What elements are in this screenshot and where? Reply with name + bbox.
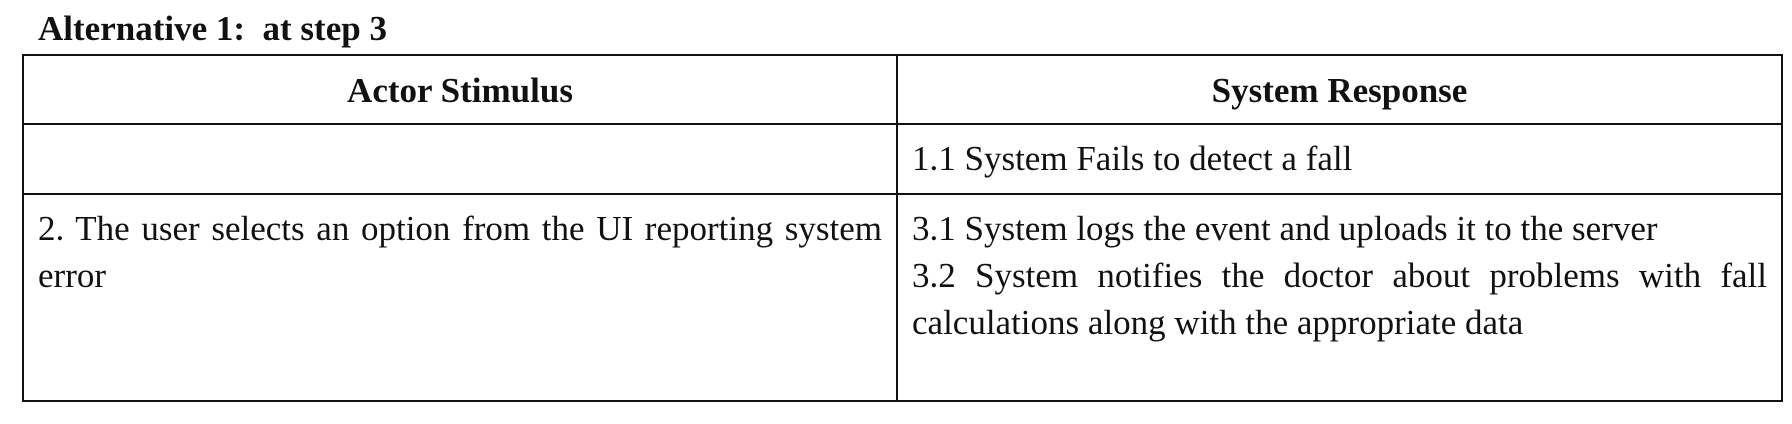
use-case-table: Actor Stimulus System Response 1.1 Syste… [22, 54, 1783, 402]
system-cell: 3.1 System logs the event and uploads it… [896, 193, 1783, 402]
system-step: 3.2 System notifies the doctor about pro… [912, 256, 1767, 342]
header-system-response: System Response [896, 54, 1783, 125]
system-cell: 1.1 System Fails to detect a fall [896, 123, 1783, 195]
header-actor-stimulus: Actor Stimulus [22, 54, 898, 125]
table-header-row: Actor Stimulus System Response [22, 54, 1783, 125]
table-row: 1.1 System Fails to detect a fall [22, 123, 1783, 195]
system-step: 3.1 System logs the event and uploads it… [912, 209, 1658, 248]
system-step: 1.1 System Fails to detect a fall [912, 139, 1353, 178]
table-row: 2. The user selects an option from the U… [22, 193, 1783, 402]
actor-cell: 2. The user selects an option from the U… [22, 193, 898, 402]
section-heading: Alternative 1: at step 3 [38, 9, 387, 48]
actor-cell [22, 123, 898, 195]
